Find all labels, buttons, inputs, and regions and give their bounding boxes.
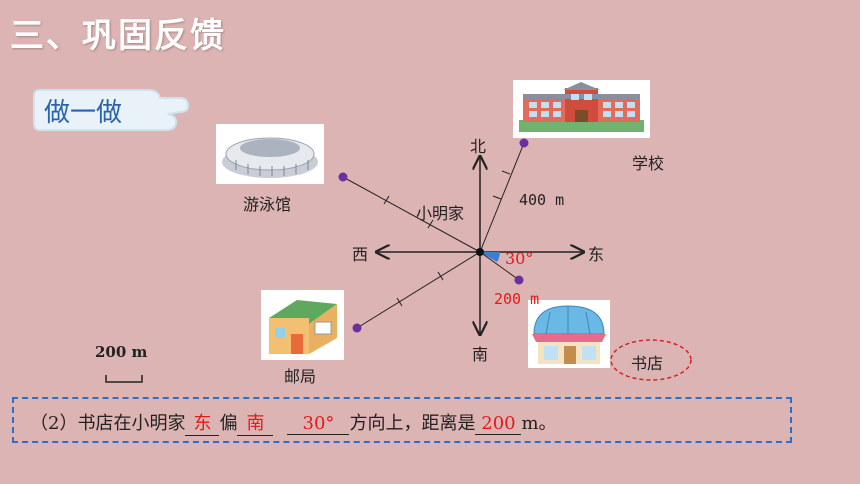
school-point [519,138,529,148]
bookstore-label: 书店 [631,354,664,373]
question-mid-2: 方向上，距离是 [349,413,476,434]
post-office-point [352,323,362,333]
pool-label: 游泳馆 [243,195,292,214]
post-office-picture [261,290,344,360]
east-label: 东 [588,245,605,264]
answer-blank-3: 30° [287,413,350,435]
ray-pool [342,176,481,253]
school-picture [513,80,650,138]
angle-wedge [480,252,500,262]
pool-picture [216,124,324,184]
question-mid-1: 偏 [219,413,238,434]
question-prefix: （2）书店在小明家 [30,413,186,434]
scale-label: 200 m [95,343,148,361]
school-label: 学校 [632,154,665,173]
school-distance-label: 400 m [519,191,565,209]
home-label: 小明家 [416,204,465,223]
section-title: 三、巩固反馈 [10,16,226,56]
ray-bookstore [479,251,520,281]
ray-post-office [356,251,481,329]
south-label: 南 [472,345,489,364]
question-suffix: m。 [521,413,557,434]
home-point [476,248,484,256]
north-label: 北 [470,137,487,156]
answer-blank-2: 南 [237,409,274,436]
activity-badge-label: 做一做 [44,98,123,128]
activity-badge: 做一做 [30,84,190,136]
post-office-label: 邮局 [284,367,317,386]
ray-school [479,142,525,253]
badge-shape [33,89,190,131]
pool-point [338,172,348,182]
west-label: 西 [352,245,369,264]
scale-ticks [383,170,511,307]
bookstore-distance-label: 200 m [494,290,540,308]
question-frame [12,397,792,443]
direction-diagram [105,138,692,383]
angle-label: 30° [505,249,534,268]
answer-blank-4: 200 [475,413,522,435]
scale-bar [105,375,143,383]
bookstore-point [514,275,524,285]
bookstore-highlight [610,339,692,381]
bookstore-picture [528,300,610,368]
answer-blank-1: 东 [185,409,220,436]
